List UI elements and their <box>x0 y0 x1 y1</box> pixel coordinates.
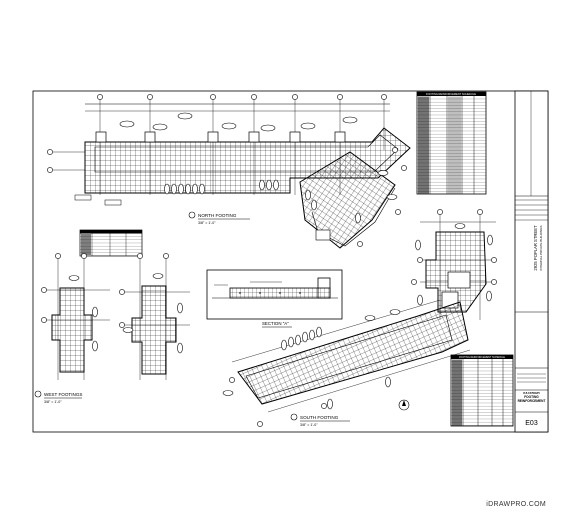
schedule-top-title: FOOTING REINFORCEMENT SCHEDULE <box>426 92 476 96</box>
corner-footing-plan <box>299 147 407 249</box>
sheet-title: EXTERIOR FOOTING REINFORCEMENT <box>517 392 546 403</box>
schedule-bottom-title: FOOTING REINFORCEMENT SCHEDULE <box>459 356 505 359</box>
project-address: 2925 POPLAR STREET <box>533 225 538 271</box>
west-footings-scale: 3/8" = 1'-0" <box>44 400 62 404</box>
north-footing-title: NORTH FOOTING <box>198 213 237 218</box>
north-footing-scale: 3/8" = 1'-0" <box>198 221 216 225</box>
schedule-bottom: FOOTING REINFORCEMENT SCHEDULE <box>450 354 514 427</box>
title-block: 2925 POPLAR STREET INTERNAL PRIVATE BUIL… <box>514 90 549 433</box>
south-footing-scale: 3/8" = 1'-0" <box>300 423 318 427</box>
west-footings-plan: WEST FOOTINGS 3/8" = 1'-0" <box>34 229 190 404</box>
sheet-number: E03 <box>525 420 538 427</box>
schedule-top: FOOTING REINFORCEMENT SCHEDULE <box>416 91 487 195</box>
south-footing-title: SOUTH FOOTING <box>300 415 339 420</box>
section-a-title: SECTION "A" <box>262 321 289 326</box>
east-footing-plan <box>411 209 497 320</box>
south-footing-plan: SOUTH FOOTING 3/8" = 1'-0" <box>222 299 471 427</box>
section-a-detail: SECTION "A" <box>206 269 343 328</box>
watermark: iDRAWPRO.COM <box>486 501 546 508</box>
west-footings-title: WEST FOOTINGS <box>44 392 82 397</box>
project-name: INTERNAL PRIVATE BUILDINGS <box>539 226 543 271</box>
